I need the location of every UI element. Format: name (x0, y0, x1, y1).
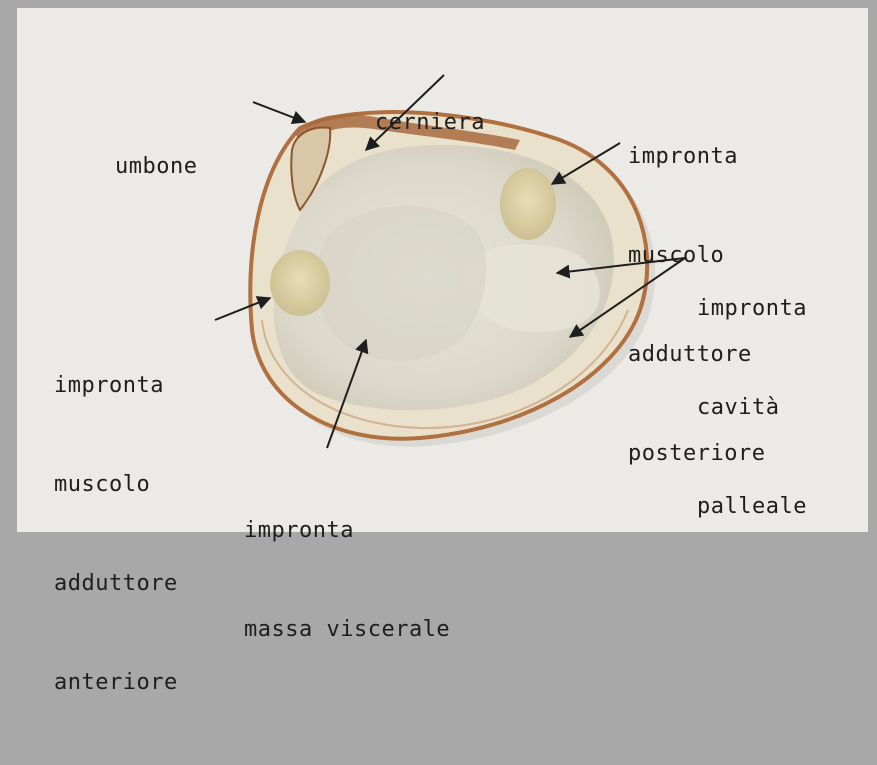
label-line: impronta (54, 369, 178, 402)
label-line: massa viscerale (244, 613, 450, 646)
label-cavita: impronta cavità palleale (697, 226, 807, 589)
label-line: palleale (697, 490, 807, 523)
label-viscerale: impronta massa viscerale (244, 448, 450, 712)
label-line: cavità (697, 391, 807, 424)
label-line: cerniera (375, 106, 485, 139)
label-line: muscolo (54, 468, 178, 501)
label-line: impronta (628, 140, 765, 173)
label-line: anteriore (54, 666, 178, 699)
visceral-impression (317, 206, 487, 361)
anterior-adductor-scar (270, 250, 330, 316)
label-anteriore: impronta muscolo adduttore anteriore (54, 303, 178, 765)
label-line: adduttore (54, 567, 178, 600)
label-line: impronta (244, 514, 450, 547)
label-line: umbone (115, 150, 197, 183)
arrow-umbone (253, 102, 305, 122)
posterior-adductor-scar (500, 168, 556, 240)
label-umbone: umbone (115, 84, 197, 249)
label-cerniera: cerniera (375, 40, 485, 205)
image-frame: cerniera umbone impronta muscolo addutto… (0, 0, 877, 538)
label-line: impronta (697, 292, 807, 325)
